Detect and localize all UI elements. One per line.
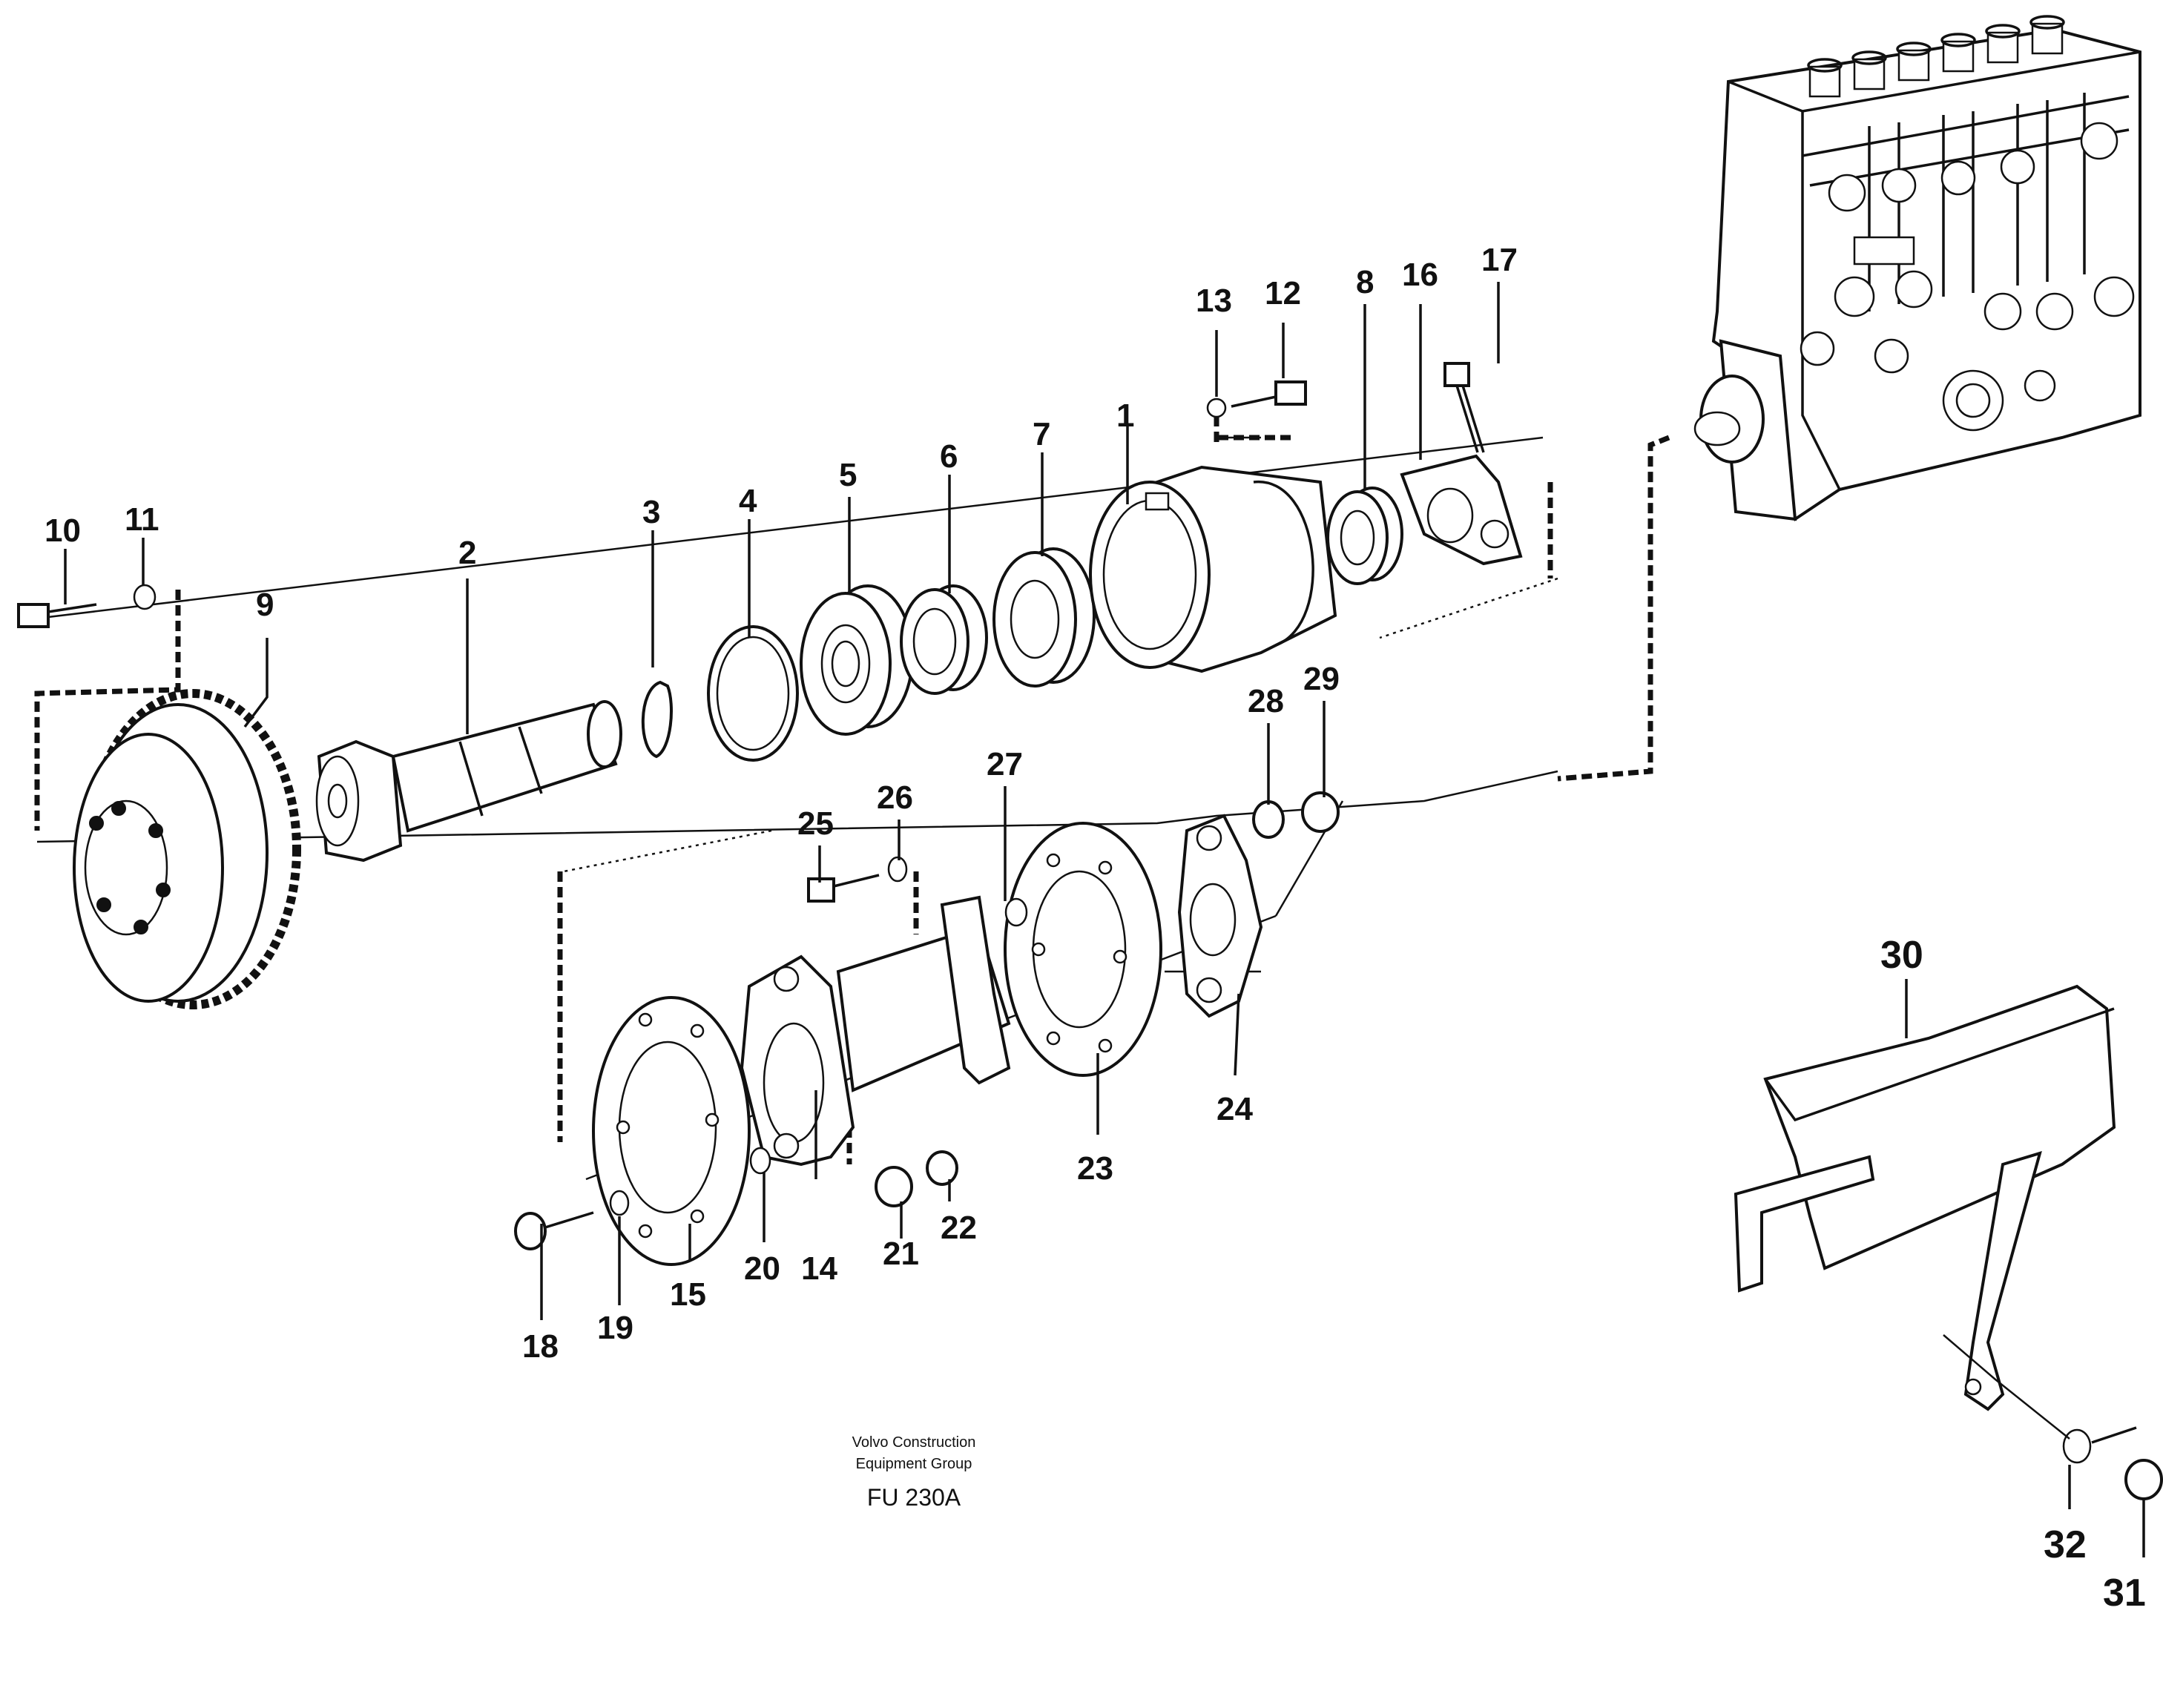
bearing-housing-icon: [1089, 465, 1337, 673]
bolt-icon: [807, 856, 908, 903]
part-label-27: 27: [987, 746, 1023, 782]
part-label-15: 15: [670, 1276, 706, 1313]
nut-icon: [926, 1150, 958, 1186]
bolt-icon: [2062, 1426, 2163, 1500]
bolt-icon: [1443, 362, 1485, 453]
part-label-30: 30: [1880, 934, 1923, 977]
part-label-23: 23: [1077, 1150, 1113, 1187]
part-label-21: 21: [883, 1236, 919, 1272]
part-label-6: 6: [940, 438, 958, 475]
part-label-26: 26: [877, 779, 913, 816]
part-label-22: 22: [941, 1210, 977, 1246]
bolt-icon: [17, 584, 157, 628]
part-label-3: 3: [642, 494, 660, 530]
part-label-31: 31: [2103, 1572, 2146, 1615]
washer-icon: [749, 1147, 771, 1175]
part-label-12: 12: [1265, 275, 1301, 311]
nut-icon: [1301, 791, 1340, 833]
part-label-11: 11: [125, 501, 159, 538]
part-label-20: 20: [744, 1250, 780, 1287]
part-label-7: 7: [1033, 416, 1050, 452]
part-label-28: 28: [1248, 683, 1284, 719]
washer-icon: [1004, 897, 1028, 927]
part-label-19: 19: [597, 1310, 633, 1346]
part-label-8: 8: [1356, 264, 1374, 300]
part-label-14: 14: [801, 1250, 837, 1287]
credit-line-1: Volvo Construction: [852, 1434, 976, 1451]
part-label-13: 13: [1196, 283, 1232, 319]
ball-bearing-icon: [800, 584, 914, 736]
bolt-icon: [1206, 380, 1307, 418]
part-label-29: 29: [1303, 661, 1340, 697]
part-label-1: 1: [1116, 398, 1134, 434]
injection-pump-icon: [1693, 15, 2141, 521]
part-label-32: 32: [2044, 1523, 2087, 1566]
part-label-2: 2: [458, 535, 476, 571]
bolt-icon: [514, 1190, 630, 1250]
part-label-16: 16: [1402, 257, 1438, 293]
protective-cover-icon: [1734, 984, 2116, 1411]
drive-gear-icon: [73, 689, 301, 1009]
part-label-17: 17: [1481, 242, 1518, 278]
part-label-9: 9: [256, 587, 274, 623]
bushing-icon: [1252, 800, 1285, 839]
ball-bearing-icon: [992, 547, 1096, 688]
part-label-4: 4: [739, 483, 757, 519]
drive-shaft-icon: [315, 700, 622, 863]
part-label-18: 18: [522, 1328, 559, 1365]
coupling-flange-icon: [592, 814, 1263, 1266]
figure-code: FU 230A: [867, 1484, 961, 1511]
part-label-5: 5: [839, 457, 857, 493]
part-label-25: 25: [797, 805, 834, 842]
figure-credit: Volvo Construction Equipment Group FU 23…: [852, 1434, 976, 1511]
circlip-icon: [641, 680, 673, 759]
part-label-24: 24: [1217, 1091, 1253, 1127]
part-label-10: 10: [45, 512, 81, 549]
bushing-icon: [875, 1166, 913, 1207]
credit-line-2: Equipment Group: [856, 1456, 972, 1472]
